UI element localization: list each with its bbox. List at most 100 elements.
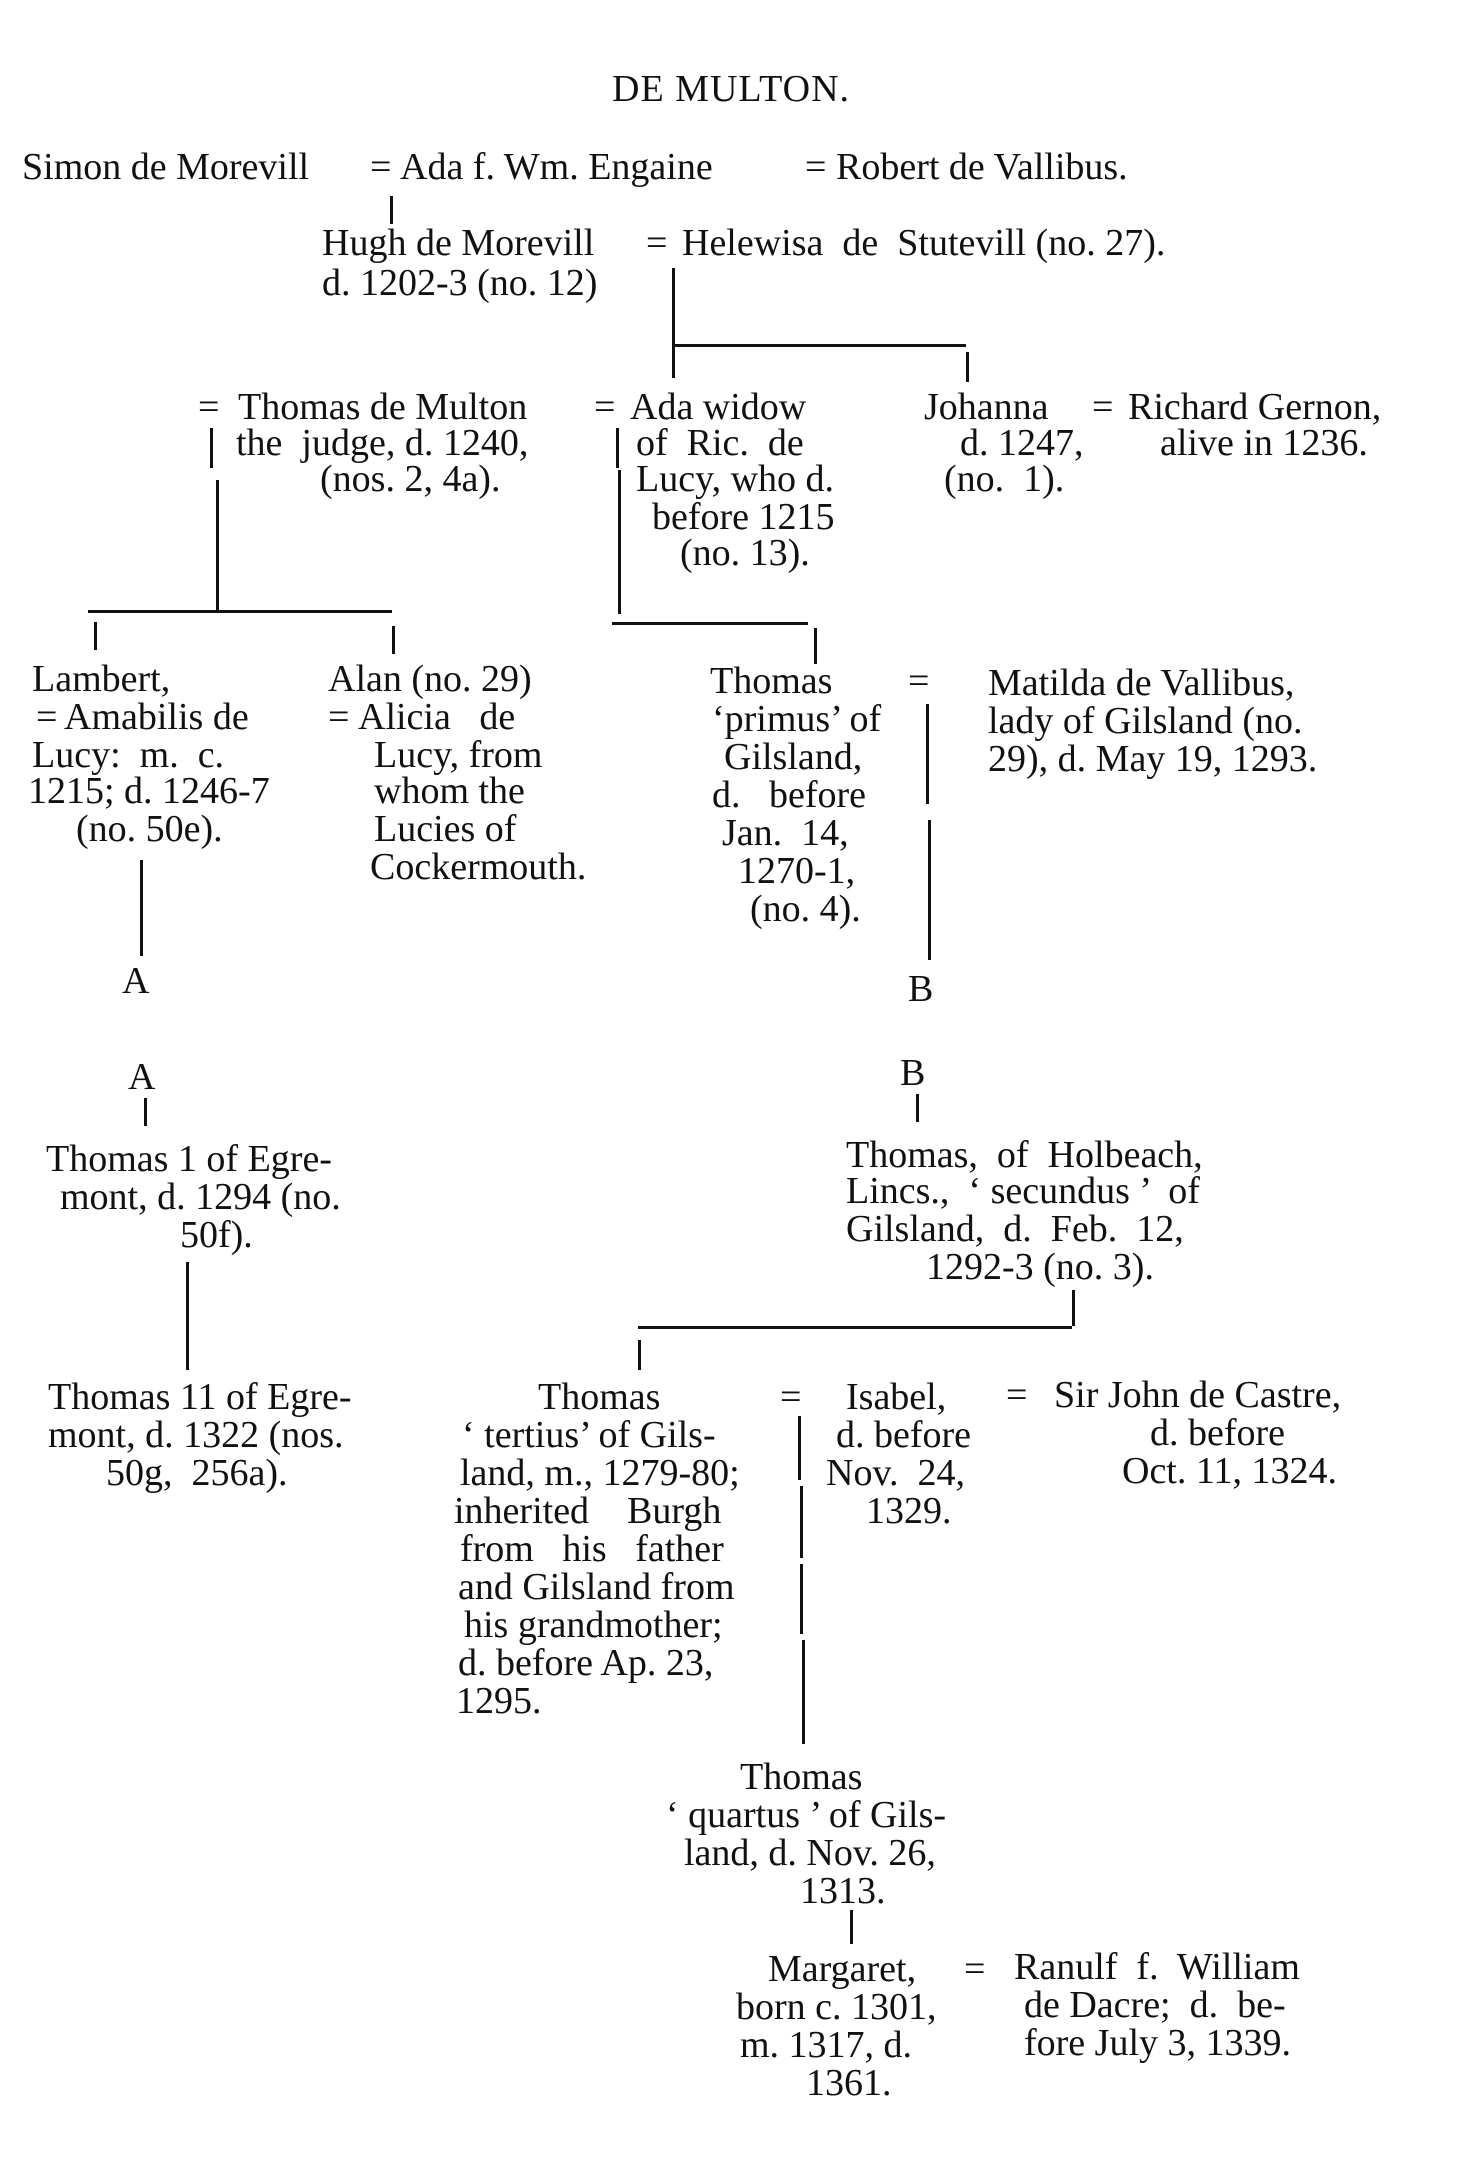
sibling-bar bbox=[612, 622, 808, 625]
ranulf-line: de Dacre; d. be- bbox=[1024, 1984, 1286, 2026]
descent-line bbox=[144, 1098, 147, 1126]
marriage-sign: = bbox=[1092, 386, 1114, 428]
marriage-sign: = bbox=[198, 386, 220, 428]
descent-line bbox=[800, 1486, 803, 1558]
descent-line bbox=[638, 1340, 641, 1370]
alan-line: Lucies of bbox=[374, 808, 517, 850]
thomas-primus-line: 1270-1, bbox=[738, 850, 856, 892]
isabel-line: Isabel, bbox=[846, 1376, 947, 1418]
descent-line bbox=[800, 1564, 803, 1634]
thomas-tertius-line: and Gilsland from bbox=[458, 1566, 735, 1608]
descent-line bbox=[94, 622, 97, 650]
lambert-line: Lambert, bbox=[32, 658, 171, 700]
alan-line: Lucy, from bbox=[374, 734, 543, 776]
thomas-judge-line: (nos. 2, 4a). bbox=[320, 458, 501, 500]
ranulf-line: Ranulf f. William bbox=[1014, 1946, 1300, 1988]
descent-line bbox=[798, 1416, 801, 1480]
thomas-primus-line: Gilsland, bbox=[724, 736, 863, 778]
simon-de-morevill: Simon de Morevill bbox=[22, 146, 310, 188]
marriage-sign: = bbox=[964, 1948, 986, 1990]
descent-line bbox=[802, 1640, 805, 1744]
johanna-line: (no. 1). bbox=[944, 458, 1065, 500]
thomas-primus-line: Jan. 14, bbox=[722, 812, 849, 854]
descent-line bbox=[186, 1262, 189, 1370]
descent-line bbox=[210, 428, 213, 468]
continuation-marker-b: B bbox=[900, 1052, 926, 1094]
descent-line bbox=[616, 428, 619, 468]
thomas-tertius-line: 1295. bbox=[456, 1680, 542, 1722]
alan-line: Alan (no. 29) bbox=[328, 658, 532, 700]
marriage-sign: = bbox=[36, 696, 58, 738]
matilda-line: lady of Gilsland (no. bbox=[988, 700, 1303, 742]
descent-line bbox=[926, 704, 929, 804]
richard-gernon-line: alive in 1236. bbox=[1160, 422, 1368, 464]
helewisa-de-stutevill: Helewisa de Stutevill (no. 27). bbox=[682, 222, 1166, 264]
descent-line bbox=[916, 1094, 919, 1122]
ada-engaine: Ada f. Wm. Engaine bbox=[400, 146, 713, 188]
thomas-quartus-line: ‘ quartus ’ of Gils- bbox=[666, 1794, 947, 1836]
hugh-line: d. 1202-3 (no. 12) bbox=[322, 262, 598, 304]
descent-line bbox=[216, 480, 219, 610]
thomas-egremont-2-line: Thomas 11 of Egre- bbox=[48, 1376, 352, 1418]
ada-widow-line: Ada widow bbox=[630, 386, 807, 428]
marriage-sign: = bbox=[646, 222, 668, 264]
thomas-judge-line: the judge, d. 1240, bbox=[236, 422, 529, 464]
ada-widow-line: before 1215 bbox=[652, 496, 835, 538]
descent-line bbox=[618, 470, 621, 614]
thomas-tertius-line: his grandmother; bbox=[464, 1604, 723, 1646]
hugh-line: Hugh de Morevill bbox=[322, 222, 595, 264]
thomas-tertius-line: from his father bbox=[460, 1528, 724, 1570]
thomas-egremont-2-line: mont, d. 1322 (nos. bbox=[48, 1414, 344, 1456]
descent-line bbox=[392, 626, 395, 654]
thomas-tertius-line: Thomas bbox=[538, 1376, 661, 1418]
lambert-line: 1215; d. 1246-7 bbox=[28, 770, 270, 812]
lambert-line: Lucy: m. c. bbox=[32, 734, 225, 776]
thomas-egremont-1-line: 50f). bbox=[180, 1214, 253, 1256]
johanna-line: Johanna bbox=[924, 386, 1049, 428]
marriage-sign: = bbox=[805, 146, 827, 188]
thomas-quartus-line: land, d. Nov. 26, bbox=[684, 1832, 936, 1874]
thomas-holbeach-line: Thomas, of Holbeach, bbox=[846, 1134, 1203, 1176]
thomas-quartus-line: Thomas bbox=[740, 1756, 863, 1798]
margaret-line: Margaret, bbox=[768, 1948, 917, 1990]
margaret-line: m. 1317, d. bbox=[740, 2024, 913, 2066]
thomas-quartus-line: 1313. bbox=[800, 1870, 886, 1912]
isabel-line: d. before bbox=[836, 1414, 972, 1456]
descent-line bbox=[850, 1910, 853, 1944]
richard-gernon-line: Richard Gernon, bbox=[1128, 386, 1382, 428]
descent-line bbox=[672, 344, 675, 378]
johanna-line: d. 1247, bbox=[960, 422, 1084, 464]
ada-widow-line: (no. 13). bbox=[680, 532, 810, 574]
thomas-tertius-line: d. before Ap. 23, bbox=[458, 1642, 714, 1684]
john-castre-line: Sir John de Castre, bbox=[1054, 1374, 1342, 1416]
thomas-judge-line: Thomas de Multon bbox=[238, 386, 528, 428]
descent-line bbox=[140, 860, 143, 956]
sibling-bar bbox=[672, 344, 966, 347]
continuation-marker-a: A bbox=[122, 960, 150, 1002]
isabel-line: Nov. 24, bbox=[826, 1452, 965, 1494]
descent-line bbox=[672, 268, 675, 344]
thomas-primus-line: ‘primus’ of bbox=[712, 698, 882, 740]
descent-line bbox=[390, 196, 393, 224]
continuation-marker-a: A bbox=[128, 1056, 156, 1098]
lambert-line: Amabilis de bbox=[64, 696, 249, 738]
marriage-sign: = bbox=[370, 146, 392, 188]
thomas-tertius-line: ‘ tertius’ of Gils- bbox=[462, 1414, 716, 1456]
descent-line bbox=[928, 820, 931, 960]
descent-line bbox=[1072, 1290, 1075, 1326]
thomas-egremont-2-line: 50g, 256a). bbox=[106, 1452, 288, 1494]
lambert-line: (no. 50e). bbox=[76, 808, 223, 850]
matilda-line: 29), d. May 19, 1293. bbox=[988, 738, 1318, 780]
thomas-primus-line: Thomas bbox=[710, 660, 833, 702]
thomas-egremont-1-line: Thomas 1 of Egre- bbox=[46, 1138, 332, 1180]
descent-line bbox=[966, 352, 969, 382]
alan-line: whom the bbox=[374, 770, 525, 812]
page-title: DE MULTON. bbox=[612, 68, 851, 110]
ranulf-line: fore July 3, 1339. bbox=[1024, 2022, 1292, 2064]
thomas-holbeach-line: 1292-3 (no. 3). bbox=[926, 1246, 1154, 1288]
marriage-sign: = bbox=[594, 386, 616, 428]
margaret-line: born c. 1301, bbox=[736, 1986, 937, 2028]
john-castre-line: Oct. 11, 1324. bbox=[1122, 1450, 1337, 1492]
isabel-line: 1329. bbox=[866, 1490, 952, 1532]
